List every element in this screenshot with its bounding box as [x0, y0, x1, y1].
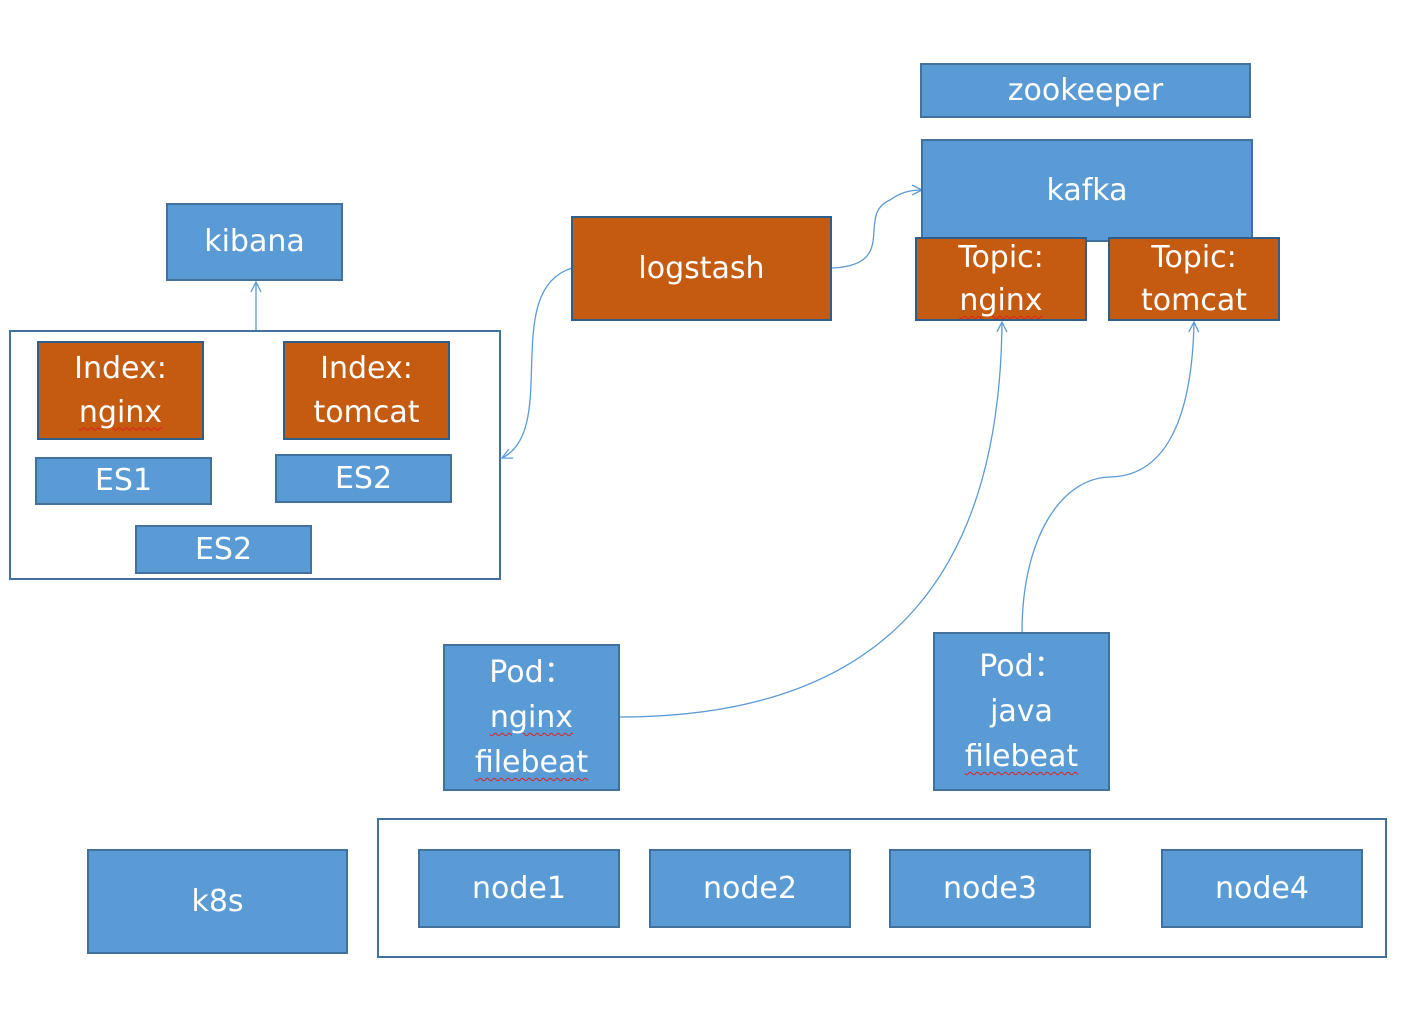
node3-box: node3 — [889, 849, 1091, 928]
pod-java-to-topic-tomcat-arrow — [1021, 322, 1194, 633]
zookeeper-label: zookeeper — [1007, 72, 1164, 108]
node4-box: node4 — [1161, 849, 1363, 928]
topic-tomcat-title: Topic: — [1151, 239, 1237, 275]
logstash-label: logstash — [638, 250, 765, 286]
node2-box: node2 — [649, 849, 851, 928]
es-cluster-frame — [9, 330, 501, 580]
pod-nginx-box: Pod： nginx filebeat — [443, 644, 620, 791]
k8s-box: k8s — [87, 849, 348, 954]
topic-tomcat-name: tomcat — [1141, 283, 1247, 318]
es2-secondary-box: ES2 — [135, 525, 312, 574]
index-tomcat-title: Index: — [320, 351, 413, 386]
k8s-nodes-frame — [377, 818, 1387, 958]
pod-java-sidecar: filebeat — [964, 739, 1079, 774]
index-nginx-name: nginx — [78, 394, 163, 430]
kibana-box: kibana — [166, 203, 343, 281]
pod-nginx-app: nginx — [489, 700, 574, 735]
index-nginx-box: Index: nginx — [37, 341, 204, 440]
topic-nginx-title: Topic: — [958, 239, 1044, 275]
logstash-to-kafka-arrow — [831, 190, 922, 269]
node1-box: node1 — [418, 849, 620, 928]
es1-box: ES1 — [35, 457, 212, 505]
logstash-to-es-arrow — [502, 267, 573, 458]
pod-java-title: Pod： — [979, 649, 1064, 684]
es1-label: ES1 — [94, 463, 153, 499]
kibana-label: kibana — [204, 224, 305, 260]
zookeeper-box: zookeeper — [920, 63, 1251, 118]
pod-java-box: Pod： java filebeat — [933, 632, 1110, 791]
node2-label: node2 — [703, 870, 797, 906]
es2-secondary-label: ES2 — [194, 531, 253, 567]
pod-nginx-title: Pod： — [489, 655, 574, 690]
pod-nginx-sidecar: filebeat — [474, 745, 589, 780]
kafka-box: kafka — [921, 139, 1253, 242]
es2-box: ES2 — [275, 454, 452, 503]
pod-java-app: java — [990, 694, 1053, 729]
es2-label: ES2 — [334, 460, 393, 496]
logstash-box: logstash — [571, 216, 832, 321]
topic-tomcat-box: Topic: tomcat — [1108, 237, 1280, 321]
kafka-label: kafka — [1046, 173, 1128, 208]
topic-nginx-box: Topic: nginx — [915, 237, 1087, 321]
index-tomcat-box: Index: tomcat — [283, 341, 450, 440]
pod-nginx-to-topic-nginx-arrow — [619, 322, 1002, 718]
index-tomcat-name: tomcat — [313, 394, 420, 430]
node1-label: node1 — [472, 870, 566, 906]
k8s-label: k8s — [191, 883, 244, 919]
topic-nginx-name: nginx — [959, 283, 1043, 318]
node4-label: node4 — [1215, 870, 1309, 906]
node3-label: node3 — [943, 870, 1037, 906]
index-nginx-title: Index: — [74, 351, 167, 386]
